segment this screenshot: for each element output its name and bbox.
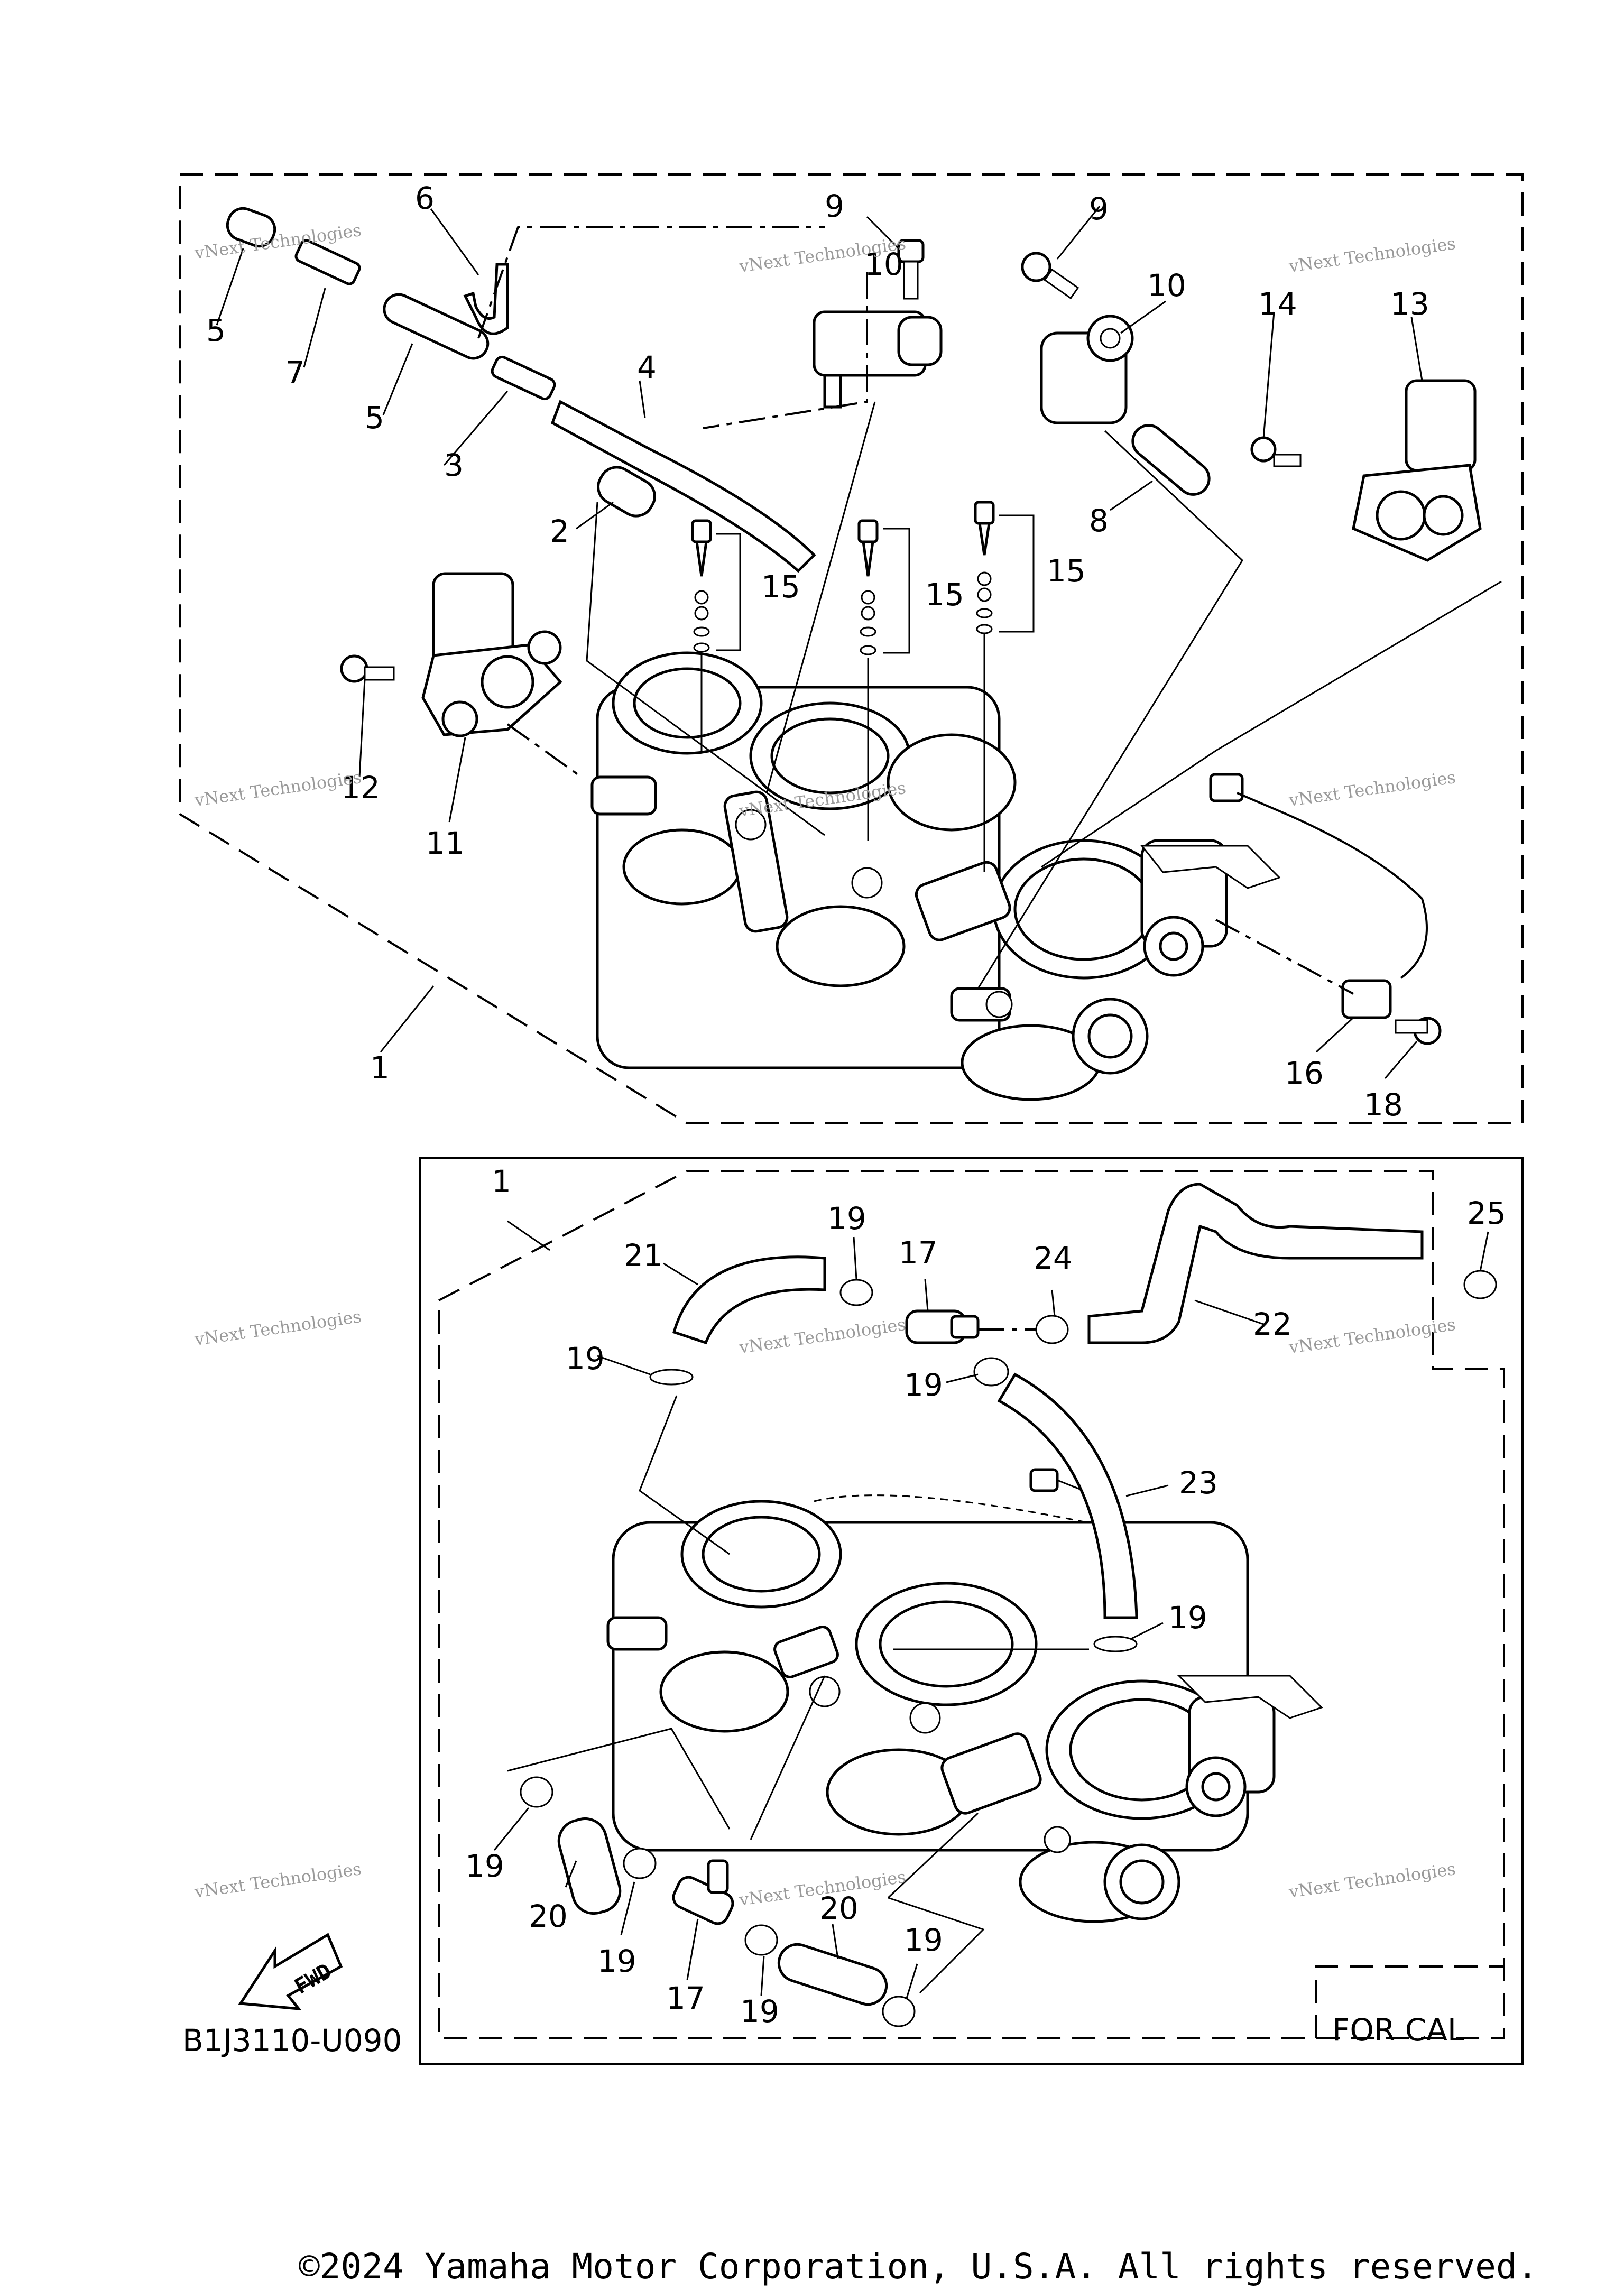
part-15-screw-set-1 [691, 519, 712, 653]
watermark-text: vNext Technologies [1287, 767, 1457, 810]
upper-callout-8: 8 [1089, 503, 1109, 539]
upper-leader-lines [216, 206, 1502, 1079]
part-14-screw [1250, 436, 1302, 467]
upper-callout-5: 5 [365, 400, 384, 436]
watermark-text: vNext Technologies [193, 1859, 363, 1902]
upper-callout-3: 3 [444, 447, 464, 483]
lower-callout-25: 25 [1467, 1195, 1506, 1231]
upper-callout-10: 10 [1147, 267, 1186, 303]
part-5-hose-small [226, 207, 276, 248]
upper-callout-13: 13 [1390, 286, 1429, 322]
part-21-hose [672, 1255, 826, 1345]
watermark-text: vNext Technologies [193, 767, 363, 810]
part-15-screw-set-3 [974, 501, 995, 634]
part-20-hose-left [557, 1817, 622, 1915]
lower-callout-19: 19 [904, 1922, 943, 1958]
upper-callout-15: 15 [1047, 553, 1086, 589]
part-22-long-hose [1087, 1183, 1424, 1344]
throttle-body-assembly-lower [606, 1468, 1323, 1923]
upper-callout-9: 9 [825, 188, 844, 224]
part-19-clips [520, 1279, 1138, 2027]
lower-callout-19: 19 [566, 1341, 605, 1377]
lower-callout-19: 19 [740, 1993, 779, 2029]
upper-callout-10: 10 [864, 246, 903, 282]
lower-callout-17: 17 [666, 1980, 705, 2016]
part-23-hose [997, 1372, 1138, 1619]
drawing-code: B1J3110-U090 [182, 2023, 402, 2058]
lower-callout-1: 1 [492, 1164, 511, 1199]
part-17-check-valve-upper [905, 1309, 980, 1344]
watermark-text: vNext Technologies [193, 1306, 363, 1350]
part-15-screw-set-2 [857, 519, 879, 655]
upper-callout-2: 2 [550, 513, 569, 549]
lower-callout-19: 19 [827, 1201, 866, 1236]
part-13-throttle-position-sensor [1352, 379, 1482, 562]
upper-callout-6: 6 [415, 180, 435, 216]
part-17-check-valve-lower [672, 1859, 734, 1925]
watermark-text: vNext Technologies [1287, 233, 1457, 276]
part-11-throttle-sensor-left [421, 572, 562, 737]
upper-callout-12: 12 [341, 770, 380, 806]
lower-leader-lines [493, 1220, 1489, 1999]
lower-callout-23: 23 [1179, 1465, 1218, 1501]
part-9-bolt-right [1021, 252, 1079, 300]
part-8-hose [1131, 424, 1211, 496]
throttle-body-assembly-upper [590, 651, 1281, 1101]
part-7-fitting [294, 239, 361, 285]
upper-callout-1: 1 [370, 1050, 390, 1086]
for-cal-label: FOR CAL [1332, 2012, 1464, 2048]
upper-frame-outline [179, 173, 1524, 1124]
for-cal-bracket [1315, 1965, 1504, 2038]
watermark-text: vNext Technologies [1287, 1314, 1457, 1358]
watermark-text: vNext Technologies [1287, 1859, 1457, 1902]
part-25-clip [1463, 1270, 1497, 1299]
lower-callout-22: 22 [1253, 1306, 1292, 1342]
part-12-screw [340, 654, 395, 683]
fwd-arrow: FWD [238, 1933, 343, 2011]
lower-callout-24: 24 [1034, 1240, 1073, 1276]
part-18-screw [1395, 1017, 1442, 1045]
lower-callout-20: 20 [529, 1898, 568, 1934]
part-3-joint [491, 355, 556, 401]
lower-solid-frame [419, 1157, 1524, 2065]
copyright-text: ©2024 Yamaha Motor Corporation, U.S.A. A… [299, 2246, 1538, 2287]
upper-callout-18: 18 [1364, 1087, 1403, 1123]
part-4-long-hose [550, 400, 816, 573]
upper-callout-4: 4 [637, 349, 657, 385]
upper-callout-7: 7 [285, 355, 305, 391]
lower-callout-17: 17 [899, 1235, 938, 1271]
lower-dashed-outline [438, 1170, 1505, 2039]
lower-section [419, 1157, 1524, 2065]
part-5-hose-long [383, 293, 490, 360]
upper-callout-15: 15 [925, 577, 964, 613]
lower-callout-layer: 1 17 17 19 19 19 19 19 19 19 19 20 20 21 22 23 24 25 [465, 1164, 1506, 2029]
lower-callout-21: 21 [624, 1238, 663, 1273]
upper-callout-14: 14 [1258, 286, 1297, 322]
part-10-pressure-sensor-right [1040, 315, 1134, 424]
lower-callout-19: 19 [1168, 1600, 1207, 1636]
part-10-pressure-sensor-left [813, 310, 943, 409]
lower-callout-19: 19 [597, 1943, 636, 1979]
upper-callout-15: 15 [761, 569, 800, 605]
lower-callout-20: 20 [819, 1890, 859, 1926]
upper-callout-16: 16 [1285, 1055, 1324, 1091]
part-24-clip [1035, 1315, 1069, 1344]
part-9-bolt-left [897, 239, 925, 300]
part-20-hose-right [777, 1943, 888, 2006]
lower-callout-19: 19 [465, 1848, 504, 1884]
upper-callout-5: 5 [206, 312, 226, 348]
lower-callout-19: 19 [904, 1367, 943, 1403]
upper-callout-11: 11 [426, 825, 465, 861]
upper-section [179, 173, 1524, 1124]
part-16-sensor-harness [1209, 773, 1428, 1019]
watermark-text: vNext Technologies [737, 1314, 907, 1358]
upper-callout-9: 9 [1089, 191, 1109, 227]
